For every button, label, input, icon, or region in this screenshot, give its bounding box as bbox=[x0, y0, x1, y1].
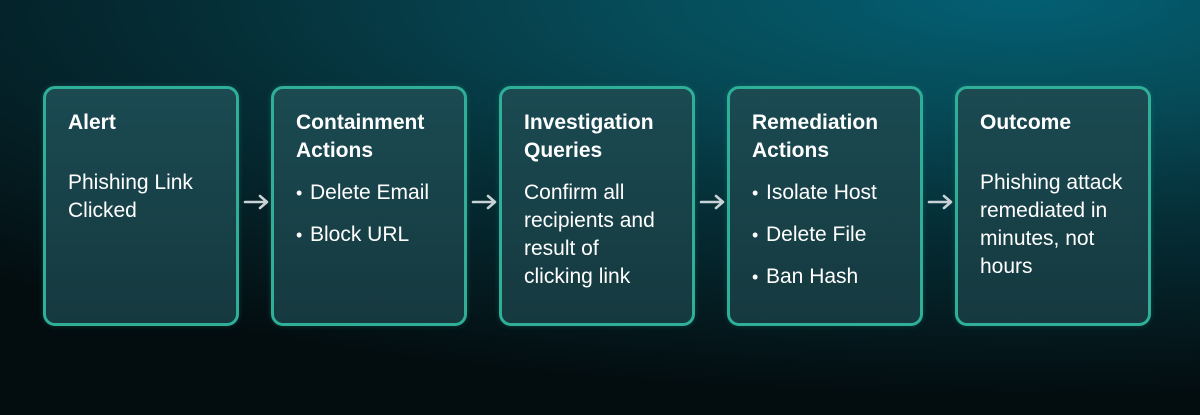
step-title: Containment Actions bbox=[296, 111, 425, 162]
action-list: • Isolate Host • Delete File • Ban Hash bbox=[752, 179, 902, 291]
action-list: • Delete Email • Block URL bbox=[296, 179, 446, 249]
list-item-label: Delete File bbox=[766, 223, 867, 246]
list-item-label: Ban Hash bbox=[766, 265, 859, 288]
list-item: • Delete File bbox=[752, 221, 902, 249]
step-card-outcome: Outcome Phishing attack remediated in mi… bbox=[955, 86, 1151, 326]
step-title: Investigation Queries bbox=[524, 111, 654, 162]
list-item-label: Block URL bbox=[310, 223, 410, 246]
step-card-remediation-actions: Remediation Actions • Isolate Host • Delet… bbox=[727, 86, 923, 326]
list-item: • Isolate Host bbox=[752, 179, 902, 207]
flow-arrow-icon bbox=[243, 194, 269, 210]
list-item: • Delete Email bbox=[296, 179, 446, 207]
step-description: Phishing attack remediated in minutes, n… bbox=[980, 171, 1123, 278]
bullet-icon: • bbox=[296, 183, 303, 203]
step-title: Outcome bbox=[980, 111, 1072, 134]
step-description: Confirm all recipients and result of cli… bbox=[524, 181, 655, 288]
flow-arrow-icon bbox=[471, 194, 497, 210]
step-card-alert: Alert Phishing Link Clicked bbox=[43, 86, 239, 326]
list-item-label: Isolate Host bbox=[766, 181, 877, 204]
step-title: Alert bbox=[68, 111, 116, 134]
step-description: Phishing Link Clicked bbox=[68, 171, 193, 222]
bullet-icon: • bbox=[752, 267, 759, 287]
step-title: Remediation Actions bbox=[752, 111, 879, 162]
step-card-investigation-queries: Investigation Queries Confirm all recipi… bbox=[499, 86, 695, 326]
bullet-icon: • bbox=[752, 225, 759, 245]
bullet-icon: • bbox=[752, 183, 759, 203]
list-item: • Block URL bbox=[296, 221, 446, 249]
list-item-label: Delete Email bbox=[310, 181, 430, 204]
list-item: • Ban Hash bbox=[752, 263, 902, 291]
flow-arrow-icon bbox=[927, 194, 953, 210]
bullet-icon: • bbox=[296, 225, 303, 245]
flow-arrow-icon bbox=[699, 194, 725, 210]
step-card-containment-actions: Containment Actions • Delete Email • Block… bbox=[271, 86, 467, 326]
